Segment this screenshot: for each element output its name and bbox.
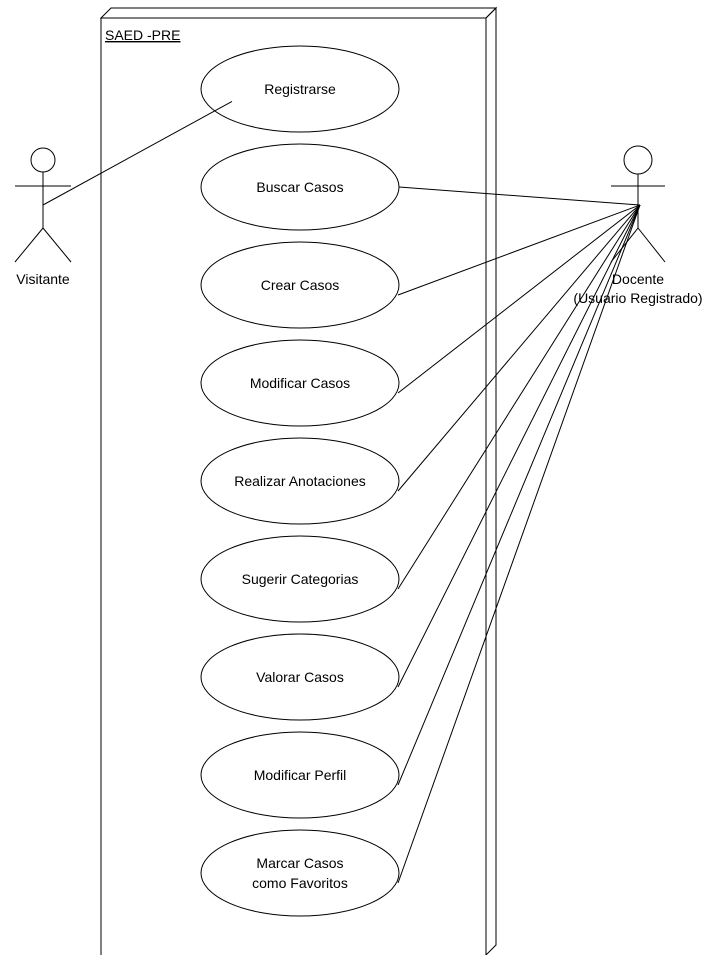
use-case-label: Valorar Casos [256, 669, 344, 685]
use-case-label: Registrarse [264, 81, 336, 97]
use-case-ellipse [200, 633, 400, 721]
use-case-label: Crear Casos [261, 277, 340, 293]
use-case-ellipse [200, 437, 400, 525]
use-case-ellipse [200, 339, 400, 427]
association-line [398, 186, 641, 206]
system-title: SAED -PRE [105, 27, 180, 43]
use-case: Realizar Anotaciones [200, 437, 400, 525]
use-case-label: Realizar Anotaciones [234, 473, 366, 489]
use-case: Crear Casos [200, 241, 400, 329]
use-case-label: como Favoritos [252, 875, 348, 891]
use-case-ellipse [200, 731, 400, 819]
use-case-label: Sugerir Categorias [242, 571, 359, 587]
use-case: Modificar Casos [200, 339, 400, 427]
association-line [397, 204, 641, 590]
association-line [397, 204, 641, 786]
association-line [397, 204, 641, 688]
association-line [42, 100, 233, 206]
system-boundary [99, 6, 498, 955]
association-line [397, 204, 641, 492]
use-case-ellipse [200, 45, 400, 133]
use-case-label: Marcar Casos [256, 855, 343, 871]
use-case: Modificar Perfil [200, 731, 400, 819]
use-case: Buscar Casos [200, 143, 400, 231]
actor-visitante-label: Visitante [16, 271, 70, 287]
use-case-label: Modificar Casos [250, 375, 350, 391]
use-case-ellipse [200, 143, 400, 231]
use-case-ellipse [200, 535, 400, 623]
association-line [397, 204, 641, 296]
use-case-label: Buscar Casos [256, 179, 343, 195]
use-case: Marcar Casos como Favoritos [200, 829, 400, 917]
use-case-label: Modificar Perfil [254, 767, 347, 783]
use-case: Sugerir Categorias [200, 535, 400, 623]
actor-visitante-figure [14, 147, 72, 263]
actor-docente-figure [610, 145, 666, 263]
use-case: Valorar Casos [200, 633, 400, 721]
associations [42, 100, 641, 884]
association-line [397, 204, 641, 394]
use-case-ellipse [200, 829, 400, 917]
use-case-ellipse [200, 241, 400, 329]
association-line [397, 204, 641, 884]
actor-docente-label-line1: Docente [612, 271, 664, 287]
use-case: Registrarse [200, 45, 400, 133]
